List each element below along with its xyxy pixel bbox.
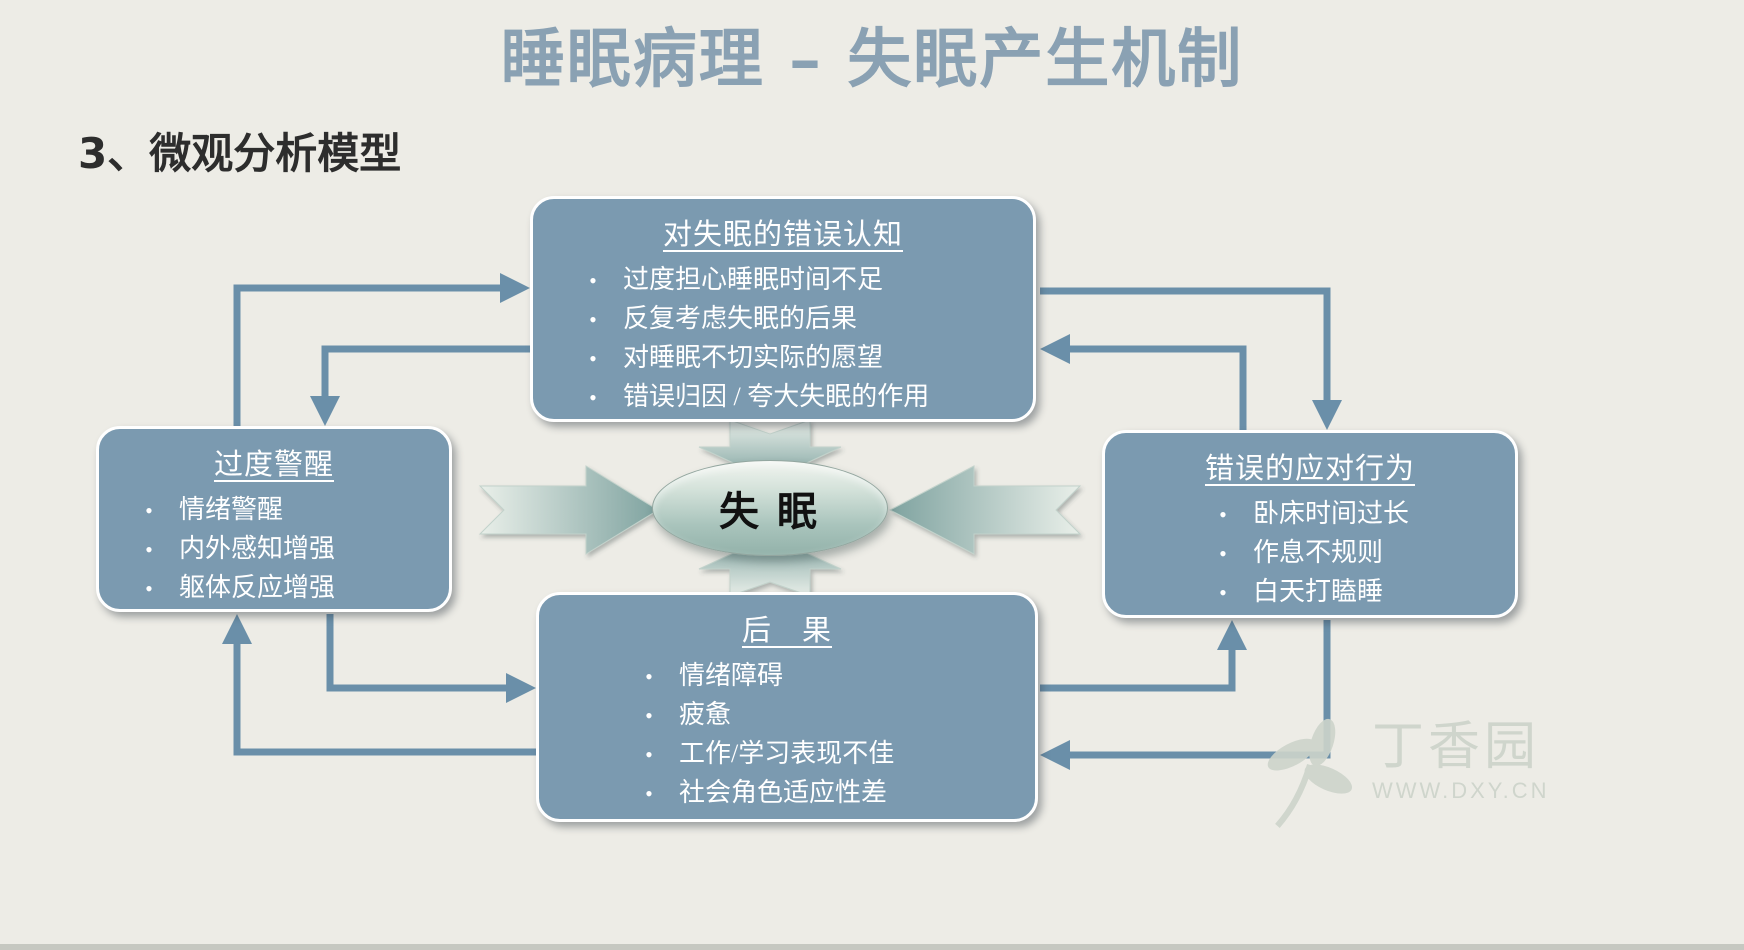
block-arrow-consequence-to-insomnia xyxy=(698,535,842,597)
connector-cognition-to-arousal xyxy=(321,345,530,398)
block-arrow-cognition-to-insomnia xyxy=(698,419,842,481)
watermark: 丁香园 WWW.DXY.CN xyxy=(1258,718,1549,830)
bullet-item: 情绪障碍 xyxy=(635,657,1035,696)
block-arrow-arousal-to-insomnia xyxy=(478,465,659,555)
connector-arrowheads xyxy=(222,273,1342,770)
bullet-item: 躯体反应增强 xyxy=(135,569,449,608)
bullet-item: 情绪警醒 xyxy=(135,491,449,530)
bullet-item: 内外感知增强 xyxy=(135,530,449,569)
box-consequences-title: 后 果 xyxy=(741,615,832,647)
box-consequences: 后 果 情绪障碍 疲惫 工作/学习表现不佳 社会角色适应性差 xyxy=(536,592,1038,822)
center-node-insomnia: 失 眠 xyxy=(652,460,888,556)
slide-bottom-edge xyxy=(0,944,1744,950)
bullet-item: 白天打瞌睡 xyxy=(1209,573,1515,612)
box-wrong-coping: 错误的应对行为 卧床时间过长 作息不规则 白天打瞌睡 xyxy=(1102,430,1518,618)
bullet-item: 过度担心睡眠时间不足 xyxy=(579,261,1033,300)
bullet-item: 对睡眠不切实际的愿望 xyxy=(579,339,1033,378)
bullet-item: 疲惫 xyxy=(635,696,1035,735)
connector-arousal-to-cognition xyxy=(233,284,502,426)
connector-consequence-to-arousal xyxy=(233,642,536,756)
dxy-logo-icon xyxy=(1267,718,1353,828)
box-false-cognition-list: 过度担心睡眠时间不足 反复考虑失眠的后果 对睡眠不切实际的愿望 错误归因 / 夸… xyxy=(533,261,1033,417)
slide-subtitle: 3、微观分析模型 xyxy=(78,129,402,178)
arrowhead-into-arousal-bottom xyxy=(222,614,252,644)
box-wrong-coping-title: 错误的应对行为 xyxy=(1204,453,1415,485)
box-wrong-coping-list: 卧床时间过长 作息不规则 白天打瞌睡 xyxy=(1105,495,1515,612)
watermark-brand: 丁香园 xyxy=(1372,719,1541,776)
bullet-item: 工作/学习表现不佳 xyxy=(635,735,1035,774)
arrowhead-into-consequence-left xyxy=(506,673,536,703)
arrowhead-into-behavior-bottom xyxy=(1217,620,1247,650)
connector-behavior-to-cognition xyxy=(1068,345,1247,430)
box-consequences-list: 情绪障碍 疲惫 工作/学习表现不佳 社会角色适应性差 xyxy=(539,657,1035,813)
connector-arousal-to-consequence xyxy=(326,614,508,692)
center-node-label: 失 眠 xyxy=(719,489,821,534)
block-arrow-behavior-to-insomnia xyxy=(888,465,1082,555)
block-arrows xyxy=(478,419,1082,597)
bullet-item: 作息不规则 xyxy=(1209,534,1515,573)
arrowhead-into-cognition-left xyxy=(500,273,530,303)
arrowhead-into-behavior-top xyxy=(1312,400,1342,430)
arrowhead-into-consequence-right xyxy=(1040,740,1070,770)
watermark-text: 丁香园 WWW.DXY.CN xyxy=(1372,718,1549,804)
arrowhead-into-arousal-top xyxy=(310,396,340,426)
bullet-item: 卧床时间过长 xyxy=(1209,495,1515,534)
bullet-item: 错误归因 / 夸大失眠的作用 xyxy=(579,378,1033,417)
box-hyperarousal-list: 情绪警醒 内外感知增强 躯体反应增强 xyxy=(99,491,449,608)
box-false-cognition: 对失眠的错误认知 过度担心睡眠时间不足 反复考虑失眠的后果 对睡眠不切实际的愿望… xyxy=(530,196,1036,422)
bullet-item: 社会角色适应性差 xyxy=(635,774,1035,813)
arrowhead-into-cognition-right xyxy=(1040,334,1070,364)
connector-consequence-to-behavior xyxy=(1040,648,1236,692)
watermark-site: WWW.DXY.CN xyxy=(1372,777,1550,803)
box-hyperarousal-title: 过度警醒 xyxy=(213,449,334,481)
connector-cognition-to-behavior xyxy=(1040,287,1331,402)
bullet-item: 反复考虑失眠的后果 xyxy=(579,300,1033,339)
box-hyperarousal: 过度警醒 情绪警醒 内外感知增强 躯体反应增强 xyxy=(96,426,452,612)
box-false-cognition-title: 对失眠的错误认知 xyxy=(662,219,903,251)
slide-title: 睡眠病理 – 失眠产生机制 xyxy=(500,22,1244,97)
